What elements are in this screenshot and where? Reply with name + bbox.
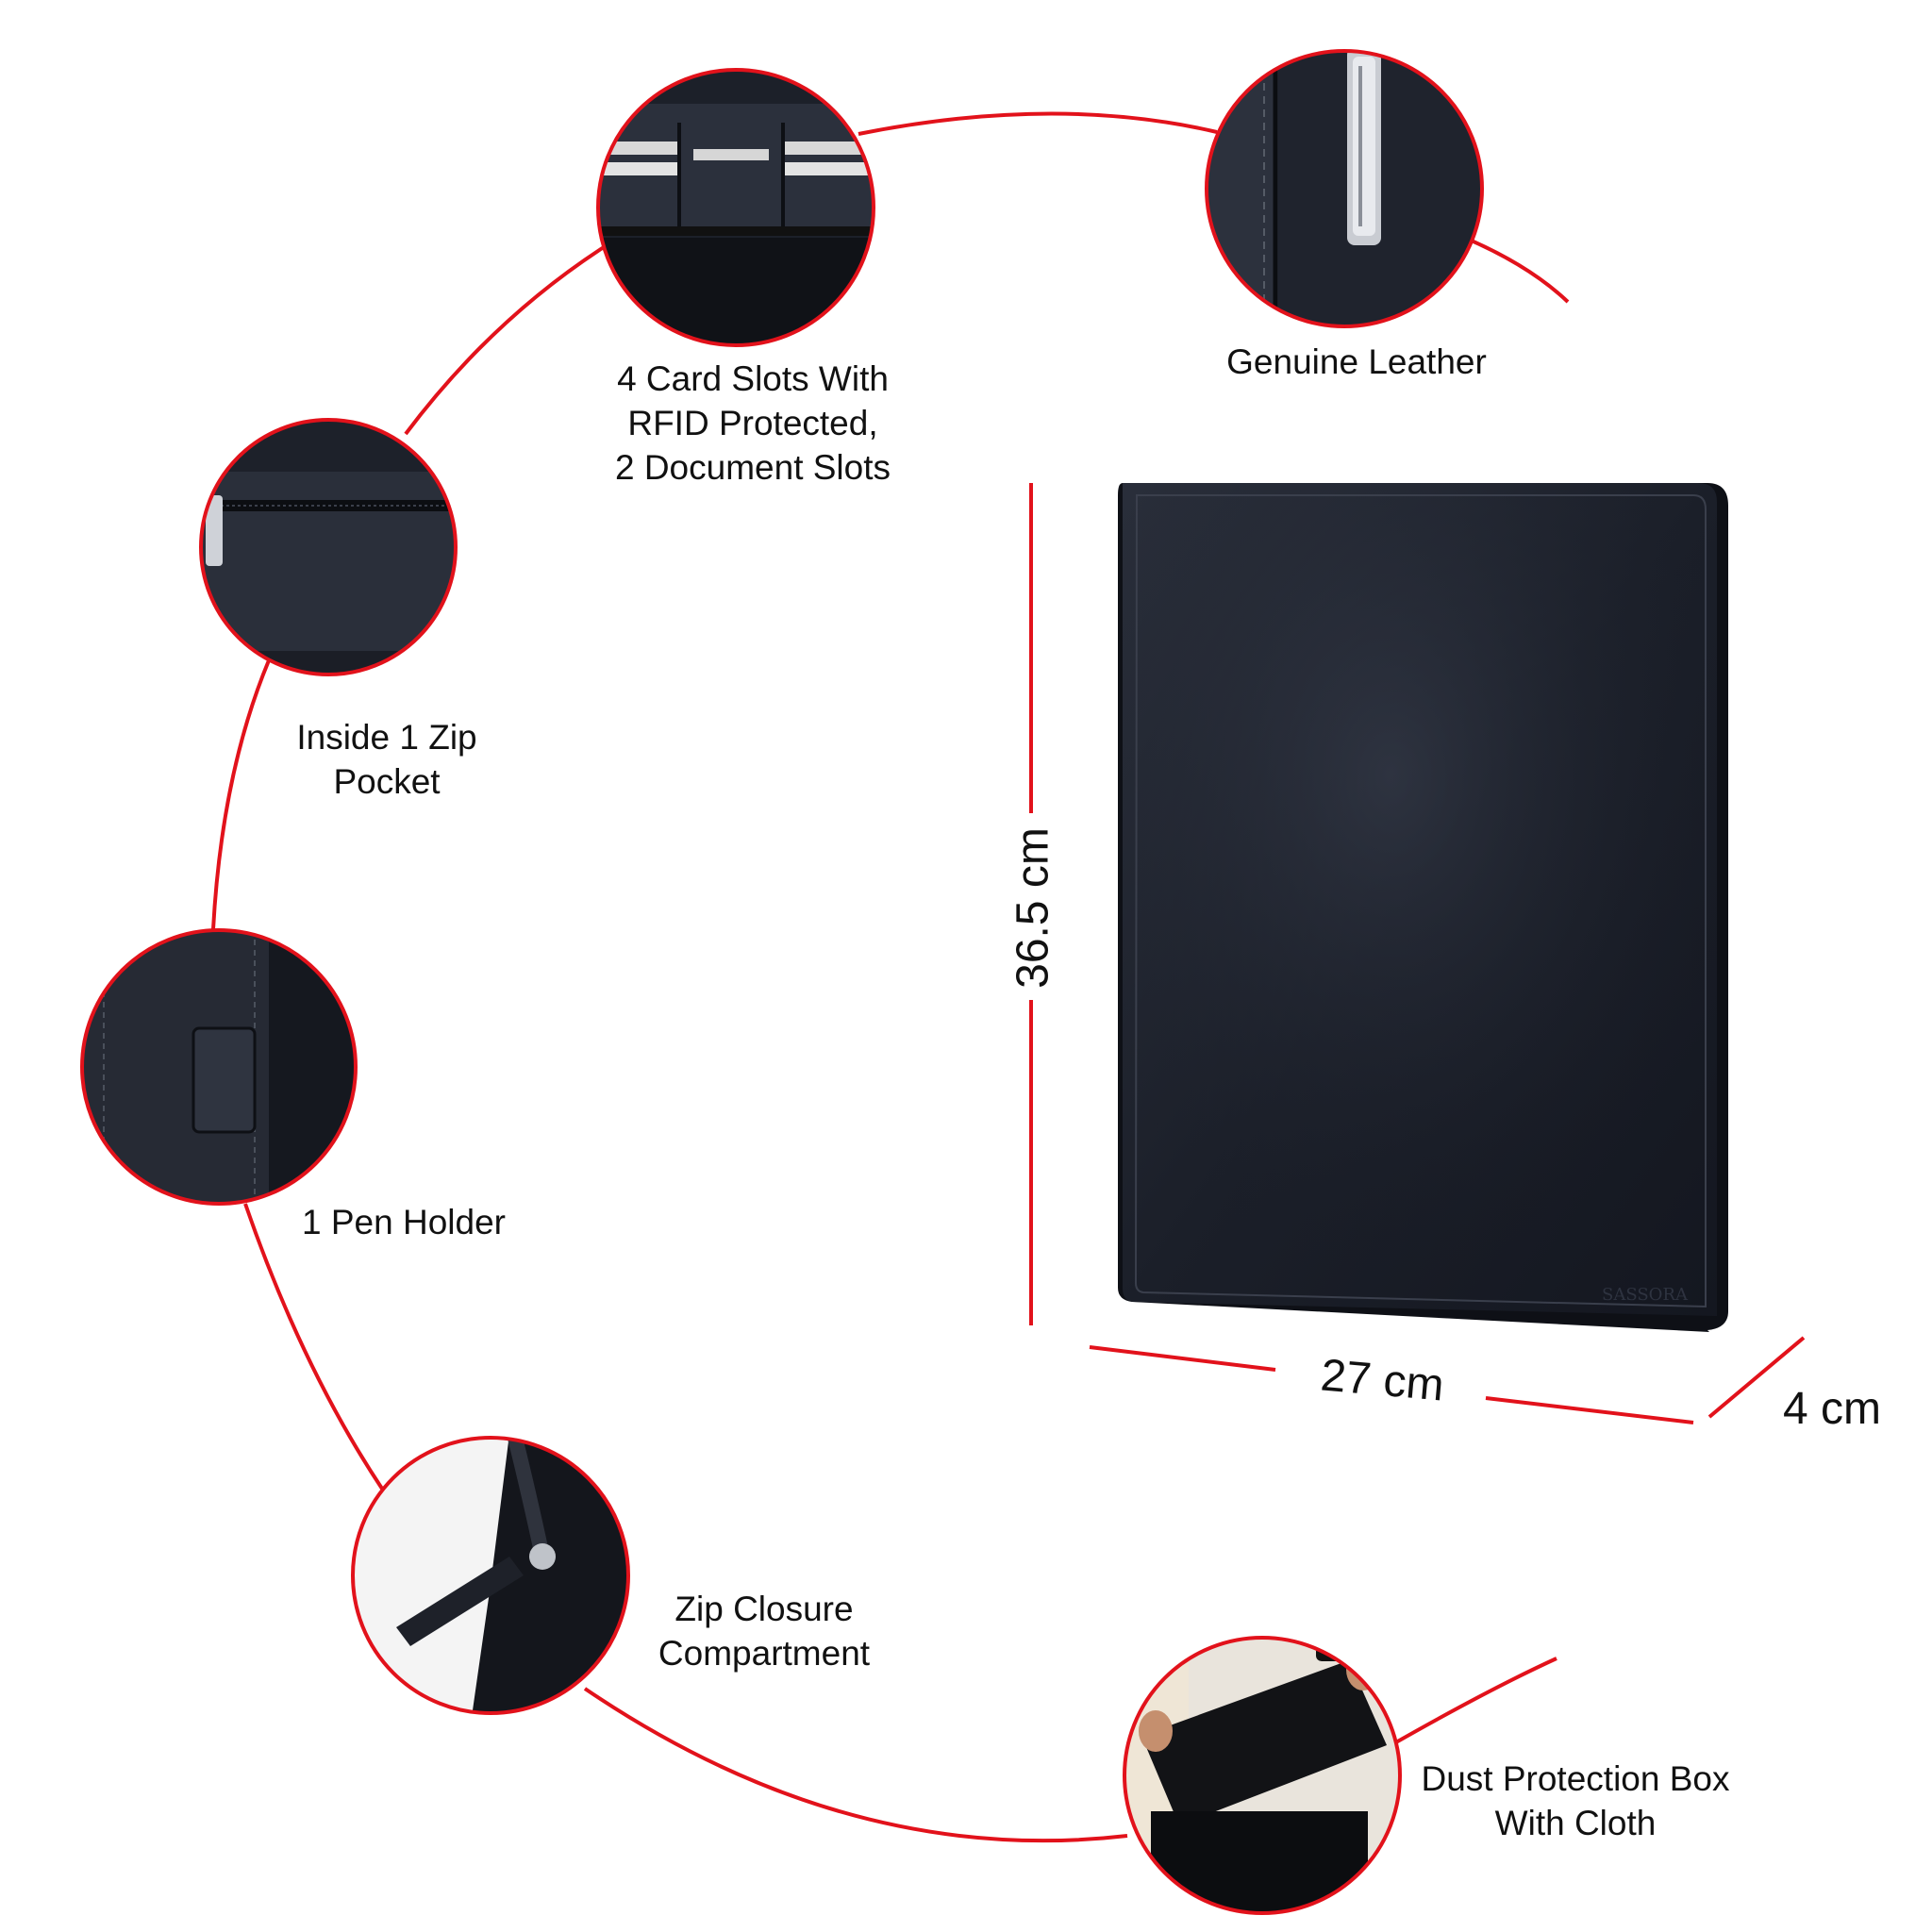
zip-pocket-photo (199, 418, 458, 676)
connector-arc (211, 111, 1570, 1843)
pen-holder-photo (80, 928, 358, 1206)
feature-label-pen-holder: 1 Pen Holder (302, 1203, 506, 1241)
dimension-depth-label: 4 cm (1783, 1384, 1882, 1434)
dust-box-photo (1123, 1636, 1402, 1915)
feature-label-zip-pocket: Inside 1 Zip Pocket (296, 718, 477, 801)
brand-mark: SASSORA (1602, 1285, 1689, 1305)
feature-label-zip-closure: Zip Closure Compartment (658, 1590, 871, 1673)
dimension-height-label: 36.5 cm (1008, 827, 1058, 989)
feature-label-card-slots: 4 Card Slots With RFID Protected, 2 Docu… (614, 359, 891, 487)
genuine-leather-photo (1205, 49, 1484, 328)
card-slots-photo (596, 68, 875, 347)
leather-portfolio: SASSORA (1118, 483, 1728, 1332)
dimension-lines (1029, 483, 1806, 1424)
feature-label-dust-box: Dust Protection Box With Cloth (1421, 1759, 1730, 1842)
zip-closure-photo (351, 1436, 630, 1715)
dimension-width-label: 27 cm (1318, 1350, 1446, 1411)
feature-label-genuine-leather: Genuine Leather (1226, 342, 1487, 381)
